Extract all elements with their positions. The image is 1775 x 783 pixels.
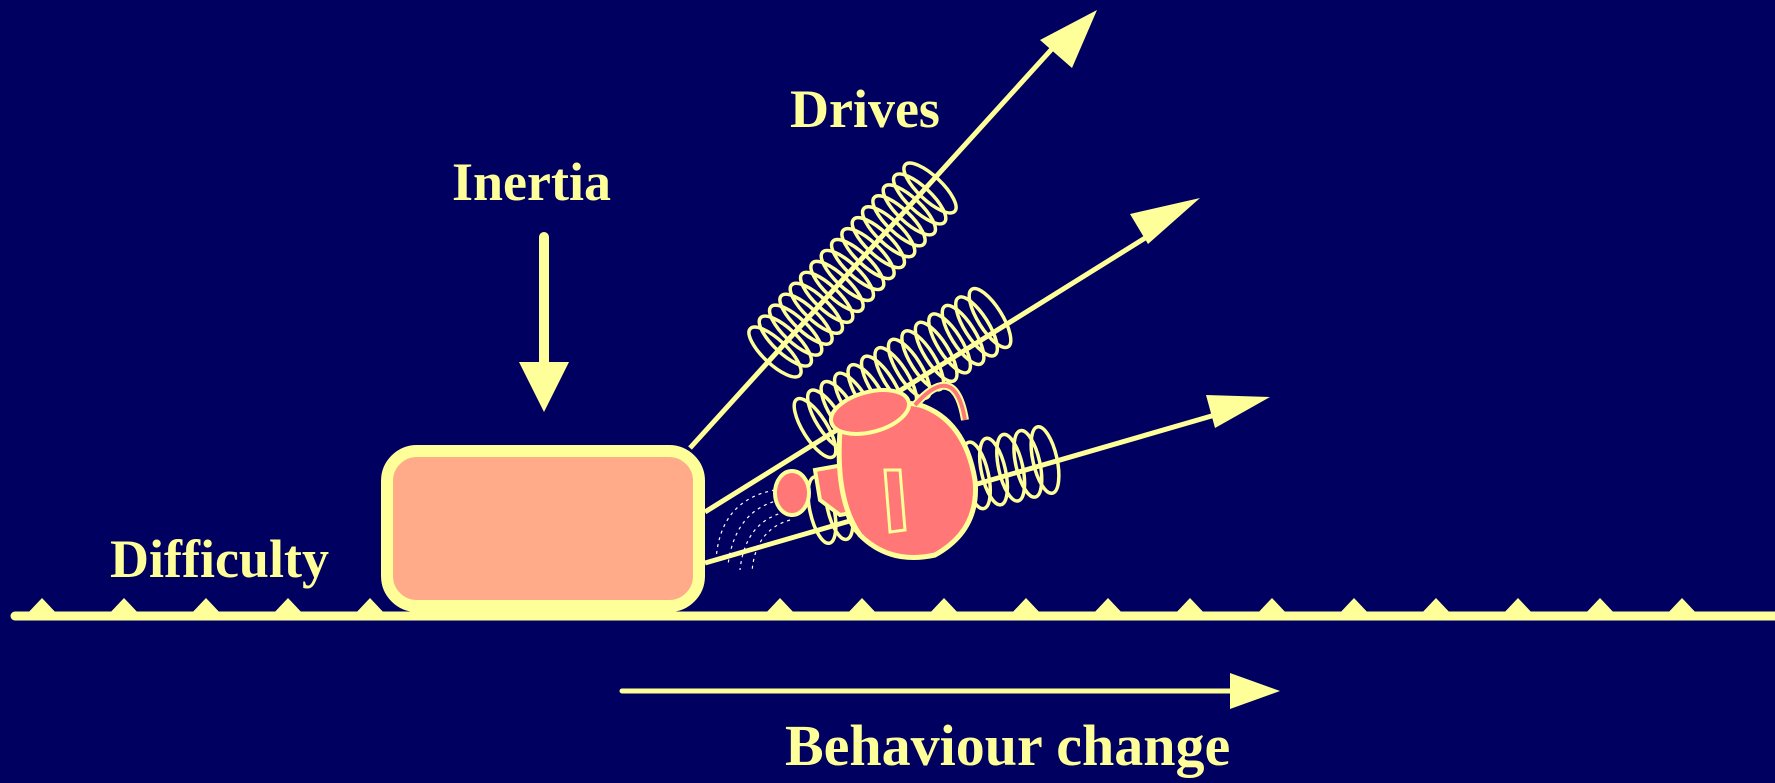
ground-tooth (1091, 598, 1125, 616)
drives-label: Drives (790, 79, 940, 139)
ground-tooth (1501, 598, 1535, 616)
ground-tooth (1583, 598, 1617, 616)
inertia-arrow (519, 237, 569, 412)
spring-coil (921, 308, 978, 378)
behaviour-change-arrow (622, 673, 1280, 709)
ground-tooth (845, 598, 879, 616)
spring-coil (974, 436, 1012, 508)
spring-coil (1009, 428, 1047, 500)
difficulty-label: Difficulty (110, 529, 329, 589)
ground-tooth (927, 598, 961, 616)
ground-tooth (25, 598, 59, 616)
spring-coil (935, 300, 992, 370)
ground-tooth (1173, 598, 1207, 616)
ground-tooth (1665, 598, 1699, 616)
rough-ground (15, 598, 1775, 616)
arrow-icon (1130, 198, 1200, 244)
spring-coil (908, 317, 965, 387)
ground-tooth (763, 598, 797, 616)
ground-tooth (1009, 598, 1043, 616)
arrow-icon (1206, 395, 1270, 428)
ground-tooth (1419, 598, 1453, 616)
arrow-icon (1040, 10, 1097, 68)
block-icon (387, 451, 699, 606)
watering-can-icon (716, 382, 976, 572)
ground-tooth (353, 598, 387, 616)
spring-coil (992, 432, 1030, 504)
spring-coil (962, 283, 1019, 353)
spring-coil (948, 291, 1005, 361)
ground-tooth (1337, 598, 1371, 616)
inertia-label: Inertia (452, 152, 611, 212)
spring-coil (1026, 424, 1064, 496)
ground-tooth (271, 598, 305, 616)
ground-tooth (107, 598, 141, 616)
behaviour-change-label: Behaviour change (785, 713, 1230, 778)
ground-tooth (1255, 598, 1289, 616)
ground-tooth (189, 598, 223, 616)
